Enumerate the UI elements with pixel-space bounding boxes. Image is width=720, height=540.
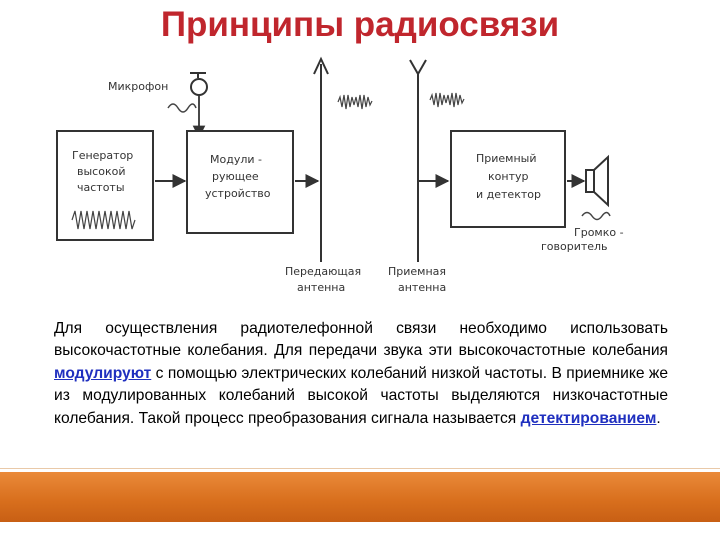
speaker-icon (585, 154, 609, 208)
output-sound-wave-icon (581, 211, 611, 221)
sound-wave-icon (167, 103, 197, 113)
modulated-wave-icon (337, 94, 373, 110)
microphone-icon (190, 72, 208, 139)
generator-label-line2: высокой (77, 165, 125, 178)
generator-block: Генератор высокой частоты (56, 130, 154, 241)
generator-label-line1: Генератор (72, 149, 133, 162)
transmitting-antenna-icon (313, 56, 329, 262)
paragraph-text-part1: Для осуществления радиотелефонной связи … (54, 320, 668, 360)
description-paragraph: Для осуществления радиотелефонной связи … (54, 318, 668, 430)
paragraph-text-part2: с помощью электрических колебаний низкой… (54, 364, 668, 427)
modulator-block: Модули - рующее устройство (186, 130, 294, 234)
receiver-label-line1: Приемный (476, 152, 537, 165)
receiver-label-line2: контур (488, 170, 528, 183)
modulator-label-line2: рующее (212, 170, 259, 183)
term-detection-link[interactable]: детектированием (520, 409, 657, 427)
received-wave-icon (429, 92, 465, 108)
modulator-label-line3: устройство (205, 187, 271, 200)
rx-antenna-label-line2: антенна (398, 281, 446, 294)
high-frequency-wave-icon (71, 210, 136, 230)
speaker-label-line1: Громко - (574, 226, 624, 239)
footer-bar (0, 472, 720, 522)
receiving-antenna-icon (409, 59, 427, 262)
microphone-label: Микрофон (108, 80, 168, 93)
receiver-label-line3: и детектор (476, 188, 541, 201)
modulator-label-line1: Модули - (210, 153, 262, 166)
receiver-block: Приемный контур и детектор (450, 130, 566, 228)
paragraph-text-part3: . (656, 409, 661, 427)
term-modulate-link[interactable]: модулируют (54, 364, 152, 382)
speaker-label-line2: говоритель (541, 240, 608, 253)
tx-antenna-label-line1: Передающая (285, 265, 361, 278)
tx-antenna-label-line2: антенна (297, 281, 345, 294)
radio-communication-diagram: Микрофон Генератор высокой частоты Модул… (56, 56, 624, 294)
rx-antenna-label-line1: Приемная (388, 265, 446, 278)
generator-label-line3: частоты (77, 181, 125, 194)
footer-divider (0, 468, 720, 469)
slide-title: Принципы радиосвязи (160, 5, 560, 44)
